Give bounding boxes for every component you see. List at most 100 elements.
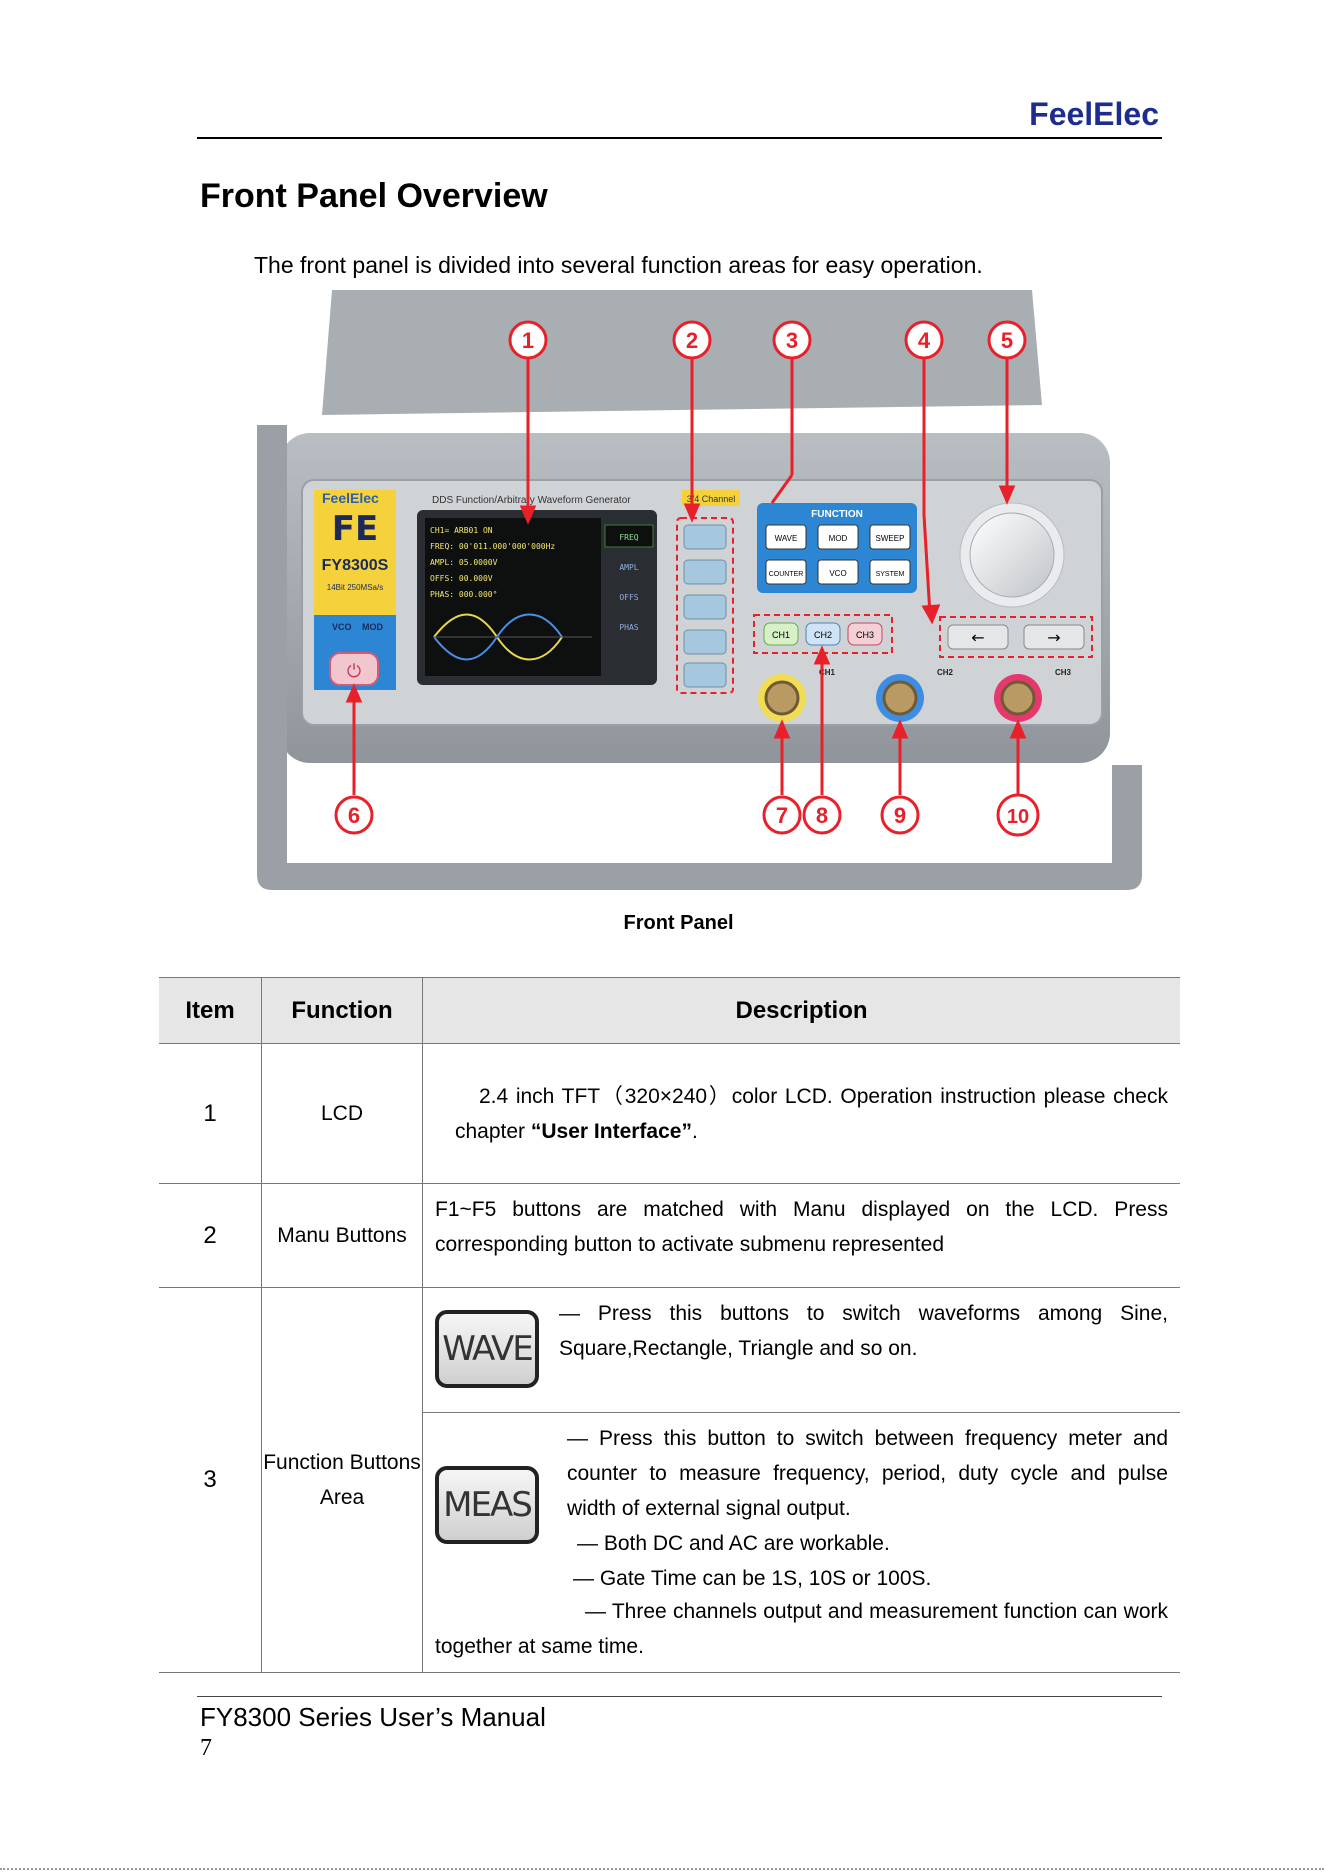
ch3-jack-label: CH3 — [1055, 668, 1072, 677]
page-title: Front Panel Overview — [200, 177, 548, 215]
row1-desc-end: . — [691, 1119, 698, 1143]
wave-cell: WAVE — Press this buttons to switch wave… — [422, 1287, 1180, 1413]
lcd-line-3: AMPL: 05.0000V — [430, 558, 498, 567]
marker-3-label: 3 — [786, 328, 798, 353]
meas-desc-2: — Both DC and AC are workable. — [577, 1532, 890, 1555]
marker-9 — [880, 795, 920, 835]
marker-8 — [802, 795, 842, 835]
func-label-vco: VCO — [829, 569, 846, 578]
arrow-1-head — [519, 505, 537, 525]
front-panel-figure: FE FY8300S 14Bit 250MSa/s VCO MOD ⏻ Feel… — [257, 290, 1142, 890]
panel-model: FY8300S — [322, 557, 389, 574]
func-button-wave — [765, 524, 807, 550]
panel-channel-tag: 3/4 Channel — [687, 494, 736, 504]
menu-button-f2 — [683, 559, 727, 585]
header-description: Description — [422, 977, 1180, 1044]
arrow-3b — [770, 474, 794, 504]
meas-desc-3: — Gate Time can be 1S, 10S or 100S. — [573, 1567, 932, 1590]
table-row: MEAS — Press this button to switch betwe… — [159, 1412, 1180, 1673]
ch2-button-label: CH2 — [814, 630, 832, 640]
menu-button-f1 — [683, 524, 727, 550]
marker-2 — [672, 320, 712, 360]
arrow-5-head — [998, 485, 1016, 505]
channel-tag-bg — [682, 490, 740, 506]
ch3-jack — [1000, 680, 1036, 716]
arrow-2-head — [683, 503, 701, 523]
page-number: 7 — [200, 1735, 212, 1761]
page-bottom-border — [0, 1868, 1324, 1870]
table-row: 3 Function Buttons Area WAVE — Press thi… — [159, 1287, 1180, 1673]
ch3-button-label: CH3 — [856, 630, 874, 640]
left-arrow-icon: ← — [971, 628, 984, 647]
marker-5 — [987, 320, 1027, 360]
ch3-button — [847, 622, 883, 646]
lcd-screen — [425, 518, 601, 676]
func-button-system — [869, 559, 911, 585]
panel-brand: FeelElec — [322, 490, 379, 506]
row1-desc-text: 2.4 inch TFT（320×240）color LCD. Operatio… — [455, 1084, 1168, 1143]
header-brand: FeelElec — [1029, 96, 1159, 132]
menu-button-f5 — [683, 662, 727, 688]
func-label-sweep: SWEEP — [876, 534, 905, 543]
func-label-counter: COUNTER — [769, 571, 804, 578]
func-button-counter — [765, 559, 807, 585]
menu-button-f3 — [683, 594, 727, 620]
lcd-line-2: FREQ: 00'011.000'000'000Hz — [430, 542, 555, 551]
marker-10-label: 10 — [1007, 806, 1029, 828]
meas-cell: MEAS — Press this button to switch betwe… — [422, 1412, 1180, 1673]
meas-desc-1: — Press this button to switch between fr… — [567, 1427, 1168, 1520]
mod-label: MOD — [362, 622, 383, 632]
meas-desc-4: — Three channels output and measurement … — [435, 1600, 1168, 1658]
lcd-menu-ampl: AMPL — [619, 563, 638, 572]
marker-6-label: 6 — [348, 803, 360, 828]
arrow-6-head — [345, 683, 363, 703]
lcd-menu-box-1 — [604, 524, 654, 548]
menu-buttons-highlight — [676, 517, 734, 694]
func-label-wave: WAVE — [775, 534, 798, 543]
arrow-7-head — [773, 719, 791, 739]
arrow-9-head — [891, 719, 909, 739]
footer-rule — [197, 1696, 1162, 1697]
func-button-vco — [817, 559, 859, 585]
func-button-mod — [817, 524, 859, 550]
lcd-menu-freq: FREQ — [619, 533, 638, 542]
marker-2-label: 2 — [686, 328, 698, 353]
wave-description: — Press this buttons to switch waveforms… — [559, 1302, 1168, 1360]
ch2-button — [805, 622, 841, 646]
table-row: 2 Manu Buttons F1~F5 buttons are matched… — [159, 1183, 1180, 1288]
marker-7-label: 7 — [776, 803, 788, 828]
arrow-4-head — [921, 604, 941, 625]
panel-model-logo: FE — [332, 509, 378, 549]
lcd-line-1: CH1= ARB01 ON — [430, 526, 493, 535]
lcd-menu-phas: PHAS — [619, 623, 638, 632]
arrow-10-head — [1009, 719, 1027, 739]
arrow-8-head — [813, 645, 831, 665]
ch2-jack — [882, 680, 918, 716]
table-header-row: Item Function Description — [159, 977, 1180, 1044]
func-label-system: SYSTEM — [876, 571, 905, 578]
arrow-4b — [922, 514, 932, 616]
func-label-mod: MOD — [829, 534, 848, 543]
footer-title: FY8300 Series User’s Manual — [200, 1702, 546, 1732]
marker-6 — [334, 795, 374, 835]
header-function: Function — [261, 977, 423, 1044]
func-button-sweep — [869, 524, 911, 550]
intro-text: The front panel is divided into several … — [254, 252, 983, 278]
row1-function: LCD — [261, 1043, 423, 1184]
row2-item: 2 — [159, 1183, 262, 1288]
header-item: Item — [159, 977, 262, 1044]
user-interface-link: “User Interface” — [530, 1119, 692, 1143]
marker-8-label: 8 — [816, 803, 828, 828]
ch1-button — [763, 622, 799, 646]
lcd-line-4: OFFS: 00.000V — [430, 574, 493, 583]
marker-4-label: 4 — [918, 328, 931, 353]
row2-description: F1~F5 buttons are matched with Manu disp… — [422, 1183, 1180, 1288]
power-icon: ⏻ — [347, 661, 361, 682]
marker-3 — [772, 320, 812, 360]
menu-button-f4 — [683, 629, 727, 655]
row3-function: Function Buttons Area — [261, 1287, 423, 1673]
marker-5-label: 5 — [1001, 328, 1013, 353]
knob — [969, 512, 1055, 598]
spec-table: Item Function Description 1 LCD 2.4 inch… — [159, 977, 1180, 1673]
header-rule — [197, 137, 1162, 139]
